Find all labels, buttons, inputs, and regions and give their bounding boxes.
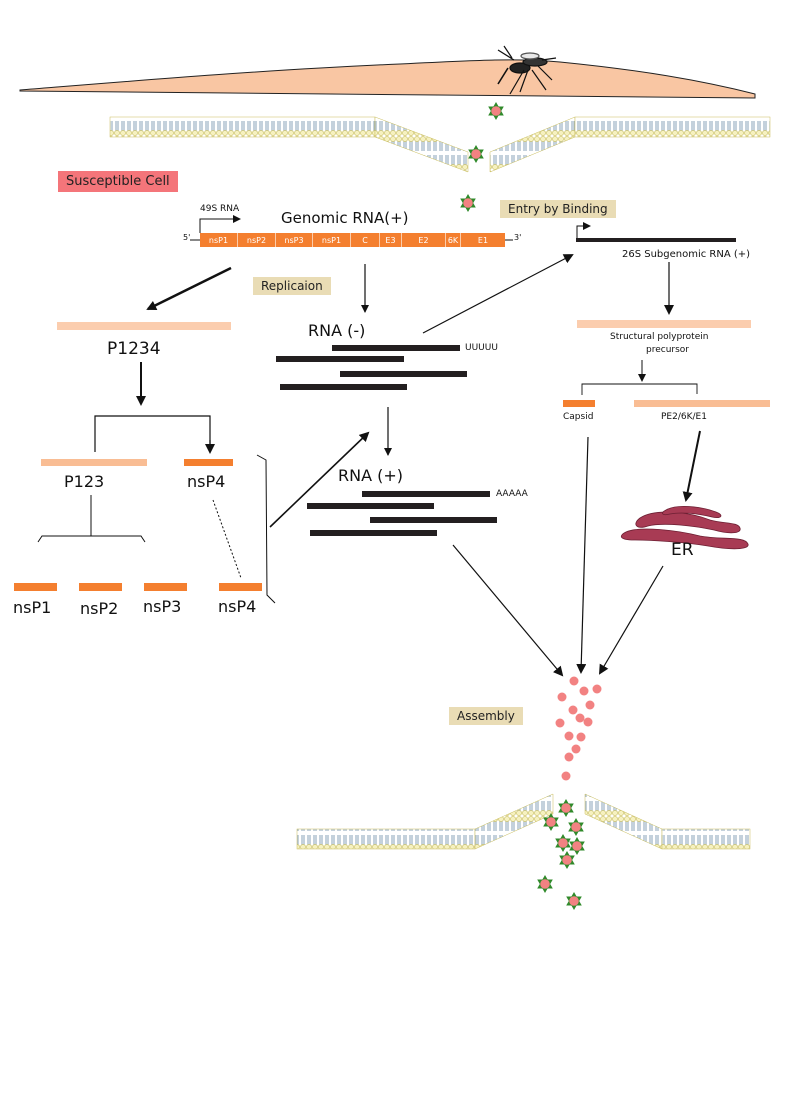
rna-minus-label: RNA (-) <box>308 321 366 340</box>
positive-strand-rna <box>307 491 497 536</box>
rna-plus-label: RNA (+) <box>338 466 404 485</box>
26s-promoter-arrow <box>576 222 591 239</box>
nsp1-label: nsP1 <box>13 598 52 617</box>
five-prime-label: 5' <box>183 233 191 242</box>
genome-segment: E2 <box>402 233 446 247</box>
p1234-label: P1234 <box>107 339 161 359</box>
genome-segment: nsP2 <box>238 233 276 247</box>
genome-segment: 6K <box>446 233 461 247</box>
structural-precursor-label-2: precursor <box>646 345 690 355</box>
genome-segment: nsP1 <box>313 233 351 247</box>
arrow-icon <box>598 565 664 675</box>
structural-precursor-bar <box>577 320 751 328</box>
precursor-split <box>581 383 698 395</box>
nsp1-bar <box>14 583 57 591</box>
er-label: ER <box>671 540 694 560</box>
nsp2-bar <box>79 583 122 591</box>
p123-split <box>37 535 146 543</box>
genome-segment: E3 <box>380 233 402 247</box>
49s-promoter-arrow <box>199 215 241 233</box>
cell-membrane-top <box>109 116 771 173</box>
arrow-icon <box>452 544 564 677</box>
genomic-rna-label: Genomic RNA(+) <box>281 209 409 227</box>
nsp3-bar <box>144 583 187 591</box>
three-prime-label: 3' <box>514 233 522 242</box>
p1234-bar <box>57 322 231 330</box>
host-skin <box>19 59 756 99</box>
assembling-particles <box>555 676 602 781</box>
replication-tag: Replicaion <box>253 277 331 295</box>
capsid-bar <box>563 400 595 407</box>
nsp4-bar-top <box>184 459 233 466</box>
arrow-icon <box>146 266 232 311</box>
entry-by-binding-tag: Entry by Binding <box>500 200 616 218</box>
poly-u-label: UUUUU <box>465 343 498 353</box>
cell-membrane-bottom <box>296 793 751 850</box>
mosquito-icon <box>497 45 557 95</box>
arrow-icon <box>269 431 370 528</box>
negative-strand-rna <box>276 345 467 390</box>
endoplasmic-reticulum-icon <box>620 506 749 550</box>
arrow-icon <box>576 436 589 674</box>
nsp4-cleavage <box>212 499 242 579</box>
p1234-split <box>94 415 211 452</box>
pe2-6k-e1-label: PE2/6K/E1 <box>661 412 707 422</box>
pe2-6k-e1-bar <box>634 400 770 407</box>
poly-a-label: AAAAA <box>496 489 528 499</box>
nsp4-top-label: nsP4 <box>187 472 226 491</box>
nsp2-label: nsP2 <box>80 599 119 618</box>
arrow-icon <box>422 254 574 334</box>
nsp4-bottom-label: nsP4 <box>218 597 257 616</box>
subgenomic-rna-strand <box>576 238 736 242</box>
replicase-bracket <box>256 454 276 604</box>
49s-rna-label: 49S RNA <box>200 204 240 214</box>
genome-segment: nsP3 <box>276 233 313 247</box>
nsp4-bar-bottom <box>219 583 262 591</box>
virion-icon <box>460 194 476 212</box>
virion-icon <box>488 102 504 120</box>
susceptible-cell-tag: Susceptible Cell <box>58 171 178 192</box>
capsid-label: Capsid <box>563 412 594 422</box>
genome-segment: C <box>351 233 380 247</box>
subgenomic-rna-label: 26S Subgenomic RNA (+) <box>622 249 751 260</box>
virion-icon <box>468 145 484 163</box>
nsp3-label: nsP3 <box>143 597 182 616</box>
structural-precursor-label-1: Structural polyprotein <box>610 332 709 342</box>
p123-bar <box>41 459 147 466</box>
genome-segment: E1 <box>477 235 489 245</box>
genome-segment: nsP1 <box>200 233 238 247</box>
assembly-tag: Assembly <box>449 707 523 725</box>
p123-label: P123 <box>64 472 105 491</box>
genomic-rna-bar <box>200 233 505 247</box>
arrow-icon <box>682 430 701 502</box>
